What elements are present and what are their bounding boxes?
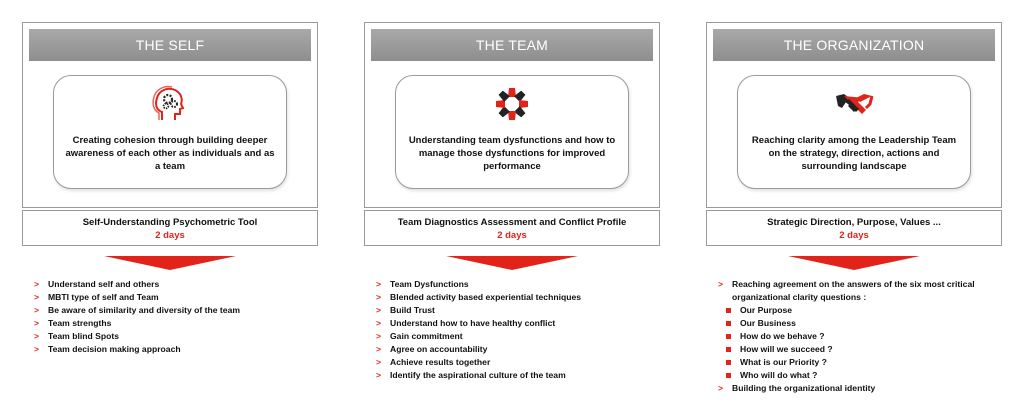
- self-description: Creating cohesion through building deepe…: [65, 135, 275, 172]
- list-item: Team Dysfunctions: [376, 278, 660, 291]
- list-item: Build Trust: [376, 304, 660, 317]
- list-item: Identify the aspirational culture of the…: [376, 369, 660, 382]
- list-item: Agree on accountability: [376, 343, 660, 356]
- list-item: How will we succeed ?: [718, 343, 1002, 356]
- list-item: Team strengths: [34, 317, 318, 330]
- list-item: MBTI type of self and Team: [34, 291, 318, 304]
- list-item: Understand self and others: [34, 278, 318, 291]
- self-card: THE SELF Creating cohesion through build…: [22, 22, 318, 208]
- column-team: THE TEAM Understanding team dysfunctions…: [364, 22, 660, 382]
- team-header: THE TEAM: [371, 29, 653, 61]
- organization-duration: 2 days: [839, 230, 869, 241]
- list-item: How do we behave ?: [718, 330, 1002, 343]
- head-gears-icon: [152, 85, 185, 120]
- team-inner-box: Understanding team dysfunctions and how …: [395, 75, 629, 189]
- list-item: Team decision making approach: [34, 343, 318, 356]
- self-tool-box: Self-Understanding Psychometric Tool 2 d…: [22, 210, 318, 246]
- self-inner-box: Creating cohesion through building deepe…: [53, 75, 287, 189]
- team-chevron: [446, 256, 578, 270]
- team-tool-box: Team Diagnostics Assessment and Conflict…: [364, 210, 660, 246]
- organization-card: THE ORGANIZATION Reaching clarity among …: [706, 22, 1002, 208]
- list-item: Team blind Spots: [34, 330, 318, 343]
- team-card: THE TEAM Understanding team dysfunctions…: [364, 22, 660, 208]
- list-item: Gain commitment: [376, 330, 660, 343]
- organization-description: Reaching clarity among the Leadership Te…: [751, 135, 957, 172]
- organization-points-list: Reaching agreement on the answers of the…: [706, 278, 1002, 395]
- column-organization: THE ORGANIZATION Reaching clarity among …: [706, 22, 1002, 395]
- self-chevron: [104, 256, 236, 270]
- list-item: What is our Priority ?: [718, 356, 1002, 369]
- list-item: Blended activity based experiential tech…: [376, 291, 660, 304]
- list-item: Achieve results together: [376, 356, 660, 369]
- self-tool-label: Self-Understanding Psychometric Tool: [82, 217, 258, 228]
- organization-chevron: [788, 256, 920, 270]
- list-item: Who will do what ?: [718, 369, 1002, 382]
- team-description: Understanding team dysfunctions and how …: [408, 135, 616, 172]
- team-tool-label: Team Diagnostics Assessment and Conflict…: [397, 217, 627, 228]
- team-duration: 2 days: [497, 230, 527, 241]
- handshake-icon: [836, 94, 874, 114]
- team-circle-icon: [496, 88, 528, 120]
- list-item: Our Business: [718, 317, 1002, 330]
- team-points-list: Team Dysfunctions Blended activity based…: [364, 278, 660, 382]
- list-item: Understand how to have healthy conflict: [376, 317, 660, 330]
- list-item: Our Purpose: [718, 304, 1002, 317]
- organization-header: THE ORGANIZATION: [713, 29, 995, 61]
- organization-tool-label: Strategic Direction, Purpose, Values ...: [767, 217, 941, 228]
- self-duration: 2 days: [155, 230, 185, 241]
- organization-tool-box: Strategic Direction, Purpose, Values ...…: [706, 210, 1002, 246]
- self-points-list: Understand self and others MBTI type of …: [22, 278, 318, 356]
- list-item: Be aware of similarity and diversity of …: [34, 304, 318, 317]
- list-item: Building the organizational identity: [718, 382, 1002, 395]
- column-self: THE SELF Creating cohesion through build…: [22, 22, 318, 356]
- self-header: THE SELF: [29, 29, 311, 61]
- organization-inner-box: Reaching clarity among the Leadership Te…: [737, 75, 971, 189]
- list-item: Reaching agreement on the answers of the…: [718, 278, 1002, 304]
